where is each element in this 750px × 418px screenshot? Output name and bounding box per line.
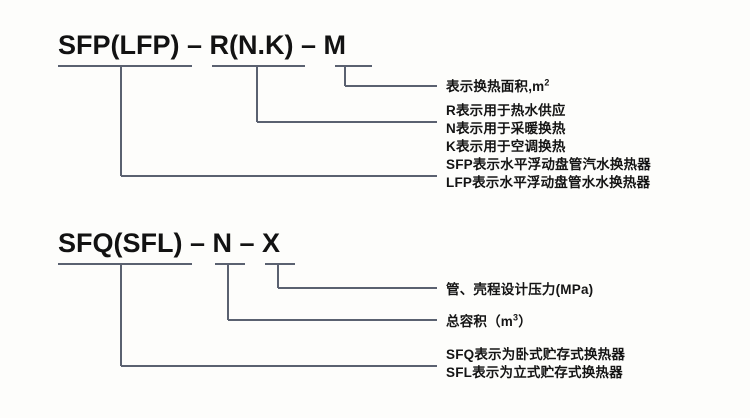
annotation-volume-tail: ）	[518, 314, 532, 329]
annotation-type-sfl: SFL表示为立式贮存式换热器	[446, 364, 623, 380]
model-code-sfp-lfp: SFP(LFP) – R(N.K) – M	[58, 30, 346, 60]
annotation-usage-aircon: K表示用于空调换热	[446, 138, 566, 154]
annotation-total-volume: 总容积（m3）	[446, 313, 532, 331]
annotation-usage-group: R表示用于热水供应 N表示用于采暖换热 K表示用于空调换热	[446, 102, 566, 156]
annotation-usage-heating: N表示用于采暖换热	[446, 120, 566, 136]
annotation-usage-hot-water: R表示用于热水供应	[446, 103, 566, 118]
model-code-sfq-sfl: SFQ(SFL) – N – X	[58, 228, 281, 258]
annotation-type-group-1: SFP表示水平浮动盘管汽水换热器 LFP表示水平浮动盘管水水换热器	[446, 156, 651, 192]
annotation-area-superscript: 2	[544, 77, 550, 88]
annotation-type-sfq: SFQ表示为卧式贮存式换热器	[446, 347, 626, 362]
annotation-design-pressure: 管、壳程设计压力(MPa)	[446, 282, 594, 297]
annotation-area-text: 表示换热面积,m	[446, 79, 545, 94]
annotation-type-group-2: SFQ表示为卧式贮存式换热器 SFL表示为立式贮存式换热器	[446, 346, 625, 382]
annotation-volume-text: 总容积（m	[446, 314, 514, 329]
annotation-type-lfp: LFP表示水平浮动盘管水水换热器	[446, 174, 651, 190]
annotation-volume-superscript: 3	[513, 312, 519, 323]
annotation-type-sfp: SFP表示水平浮动盘管汽水换热器	[446, 157, 651, 172]
annotation-heat-exchange-area: 表示换热面积,m2	[446, 78, 550, 96]
